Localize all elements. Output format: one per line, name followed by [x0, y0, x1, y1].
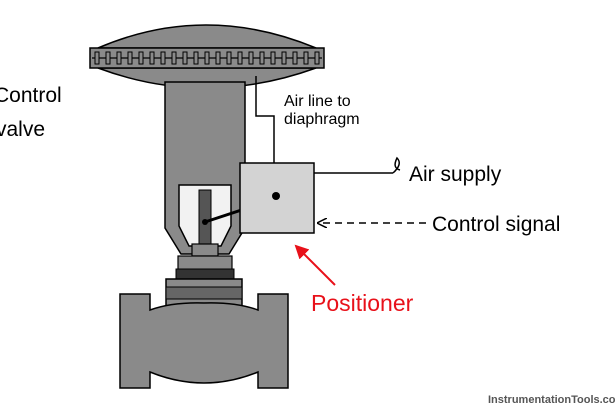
label-control-signal: Control signal [432, 213, 560, 236]
valve-yoke [164, 81, 246, 255]
actuator-flange-bolts [92, 51, 322, 65]
label-air-supply: Air supply [409, 163, 502, 186]
positioner-pointer-arrow [294, 244, 336, 286]
label-air-line-line1: Air line to [284, 93, 351, 110]
label-positioner: Positioner [311, 290, 414, 316]
label-control-valve-line2: valve [0, 118, 45, 141]
positioner-box [239, 162, 315, 234]
diaphragm-actuator [89, 24, 325, 89]
watermark: InstrumentationTools.com [488, 394, 615, 406]
label-air-line-line2: diaphragm [284, 111, 360, 128]
valve-stem [165, 189, 243, 310]
label-control-valve-line1: Control [0, 84, 62, 107]
air-supply-line [314, 156, 401, 174]
valve-body [119, 293, 289, 389]
air-line-pipe [255, 76, 275, 163]
